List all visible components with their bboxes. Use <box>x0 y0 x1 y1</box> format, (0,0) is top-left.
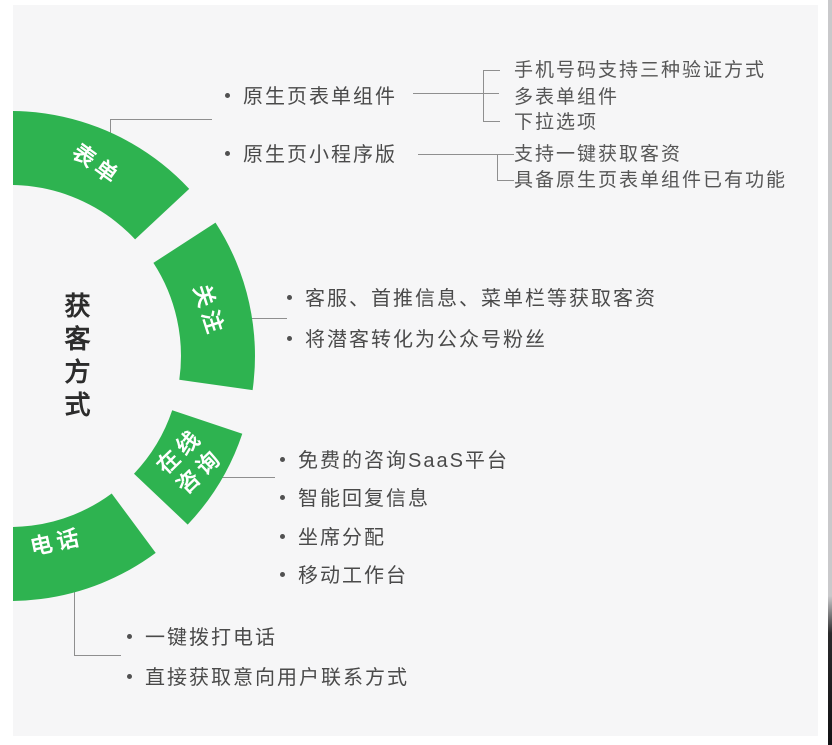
list-item: 一键拨打电话 <box>127 626 277 651</box>
connector-form-item2 <box>418 154 497 155</box>
scrollbar-edge[interactable] <box>828 0 832 745</box>
list-item: 智能回复信息 <box>280 487 430 512</box>
connector-form-item1 <box>413 93 499 94</box>
branch-item: 支持一键获取客资 <box>514 144 683 165</box>
connector-bracket-item1 <box>483 70 500 122</box>
connector-bracket-item2 <box>497 154 514 181</box>
list-item: 客服、首推信息、菜单栏等获取客资 <box>287 287 657 312</box>
bullet-icon <box>127 634 132 640</box>
ring-segment-follow <box>153 222 255 391</box>
bullet-icon <box>225 93 230 99</box>
bullet-icon <box>127 674 132 680</box>
bullet-icon <box>287 295 292 301</box>
ring-segment-online <box>134 410 243 525</box>
item-label: 将潜客转化为公众号粉丝 <box>305 329 547 351</box>
page-title: 获客方式 <box>61 292 91 424</box>
bullet-icon <box>225 151 230 157</box>
bullet-icon <box>280 495 285 501</box>
list-item: 原生页表单组件 <box>225 85 397 110</box>
diagram-background-panel <box>13 5 818 736</box>
branch-item: 多表单组件 <box>514 87 620 108</box>
ring-segment-phone <box>13 493 156 601</box>
bullet-icon <box>280 534 285 540</box>
bullet-icon <box>280 457 285 463</box>
list-item: 将潜客转化为公众号粉丝 <box>287 328 547 353</box>
connector-follow-group <box>232 318 287 319</box>
list-item: 直接获取意向用户联系方式 <box>127 666 409 691</box>
list-item: 免费的咨询SaaS平台 <box>280 449 509 474</box>
branch-item: 下拉选项 <box>514 112 599 133</box>
branch-item: 具备原生页表单组件已有功能 <box>514 170 788 191</box>
item-label: 原生页小程序版 <box>243 144 397 166</box>
connector-online-group <box>215 477 275 478</box>
bullet-icon <box>287 336 292 342</box>
list-item: 移动工作台 <box>280 564 408 589</box>
item-label: 一键拨打电话 <box>145 627 277 649</box>
list-item: 坐席分配 <box>280 526 386 551</box>
item-label: 免费的咨询SaaS平台 <box>298 450 509 472</box>
item-label: 原生页表单组件 <box>243 86 397 108</box>
list-item: 原生页小程序版 <box>225 143 397 168</box>
ring-segment-form <box>13 111 190 240</box>
item-label: 坐席分配 <box>298 527 386 549</box>
bullet-icon <box>280 572 285 578</box>
item-label: 客服、首推信息、菜单栏等获取客资 <box>305 288 657 310</box>
branch-item: 手机号码支持三种验证方式 <box>514 60 767 81</box>
item-label: 直接获取意向用户联系方式 <box>145 667 409 689</box>
item-label: 移动工作台 <box>298 565 408 587</box>
item-label: 智能回复信息 <box>298 488 430 510</box>
connector-phone-group <box>74 570 121 656</box>
connector-form-group <box>110 119 212 146</box>
